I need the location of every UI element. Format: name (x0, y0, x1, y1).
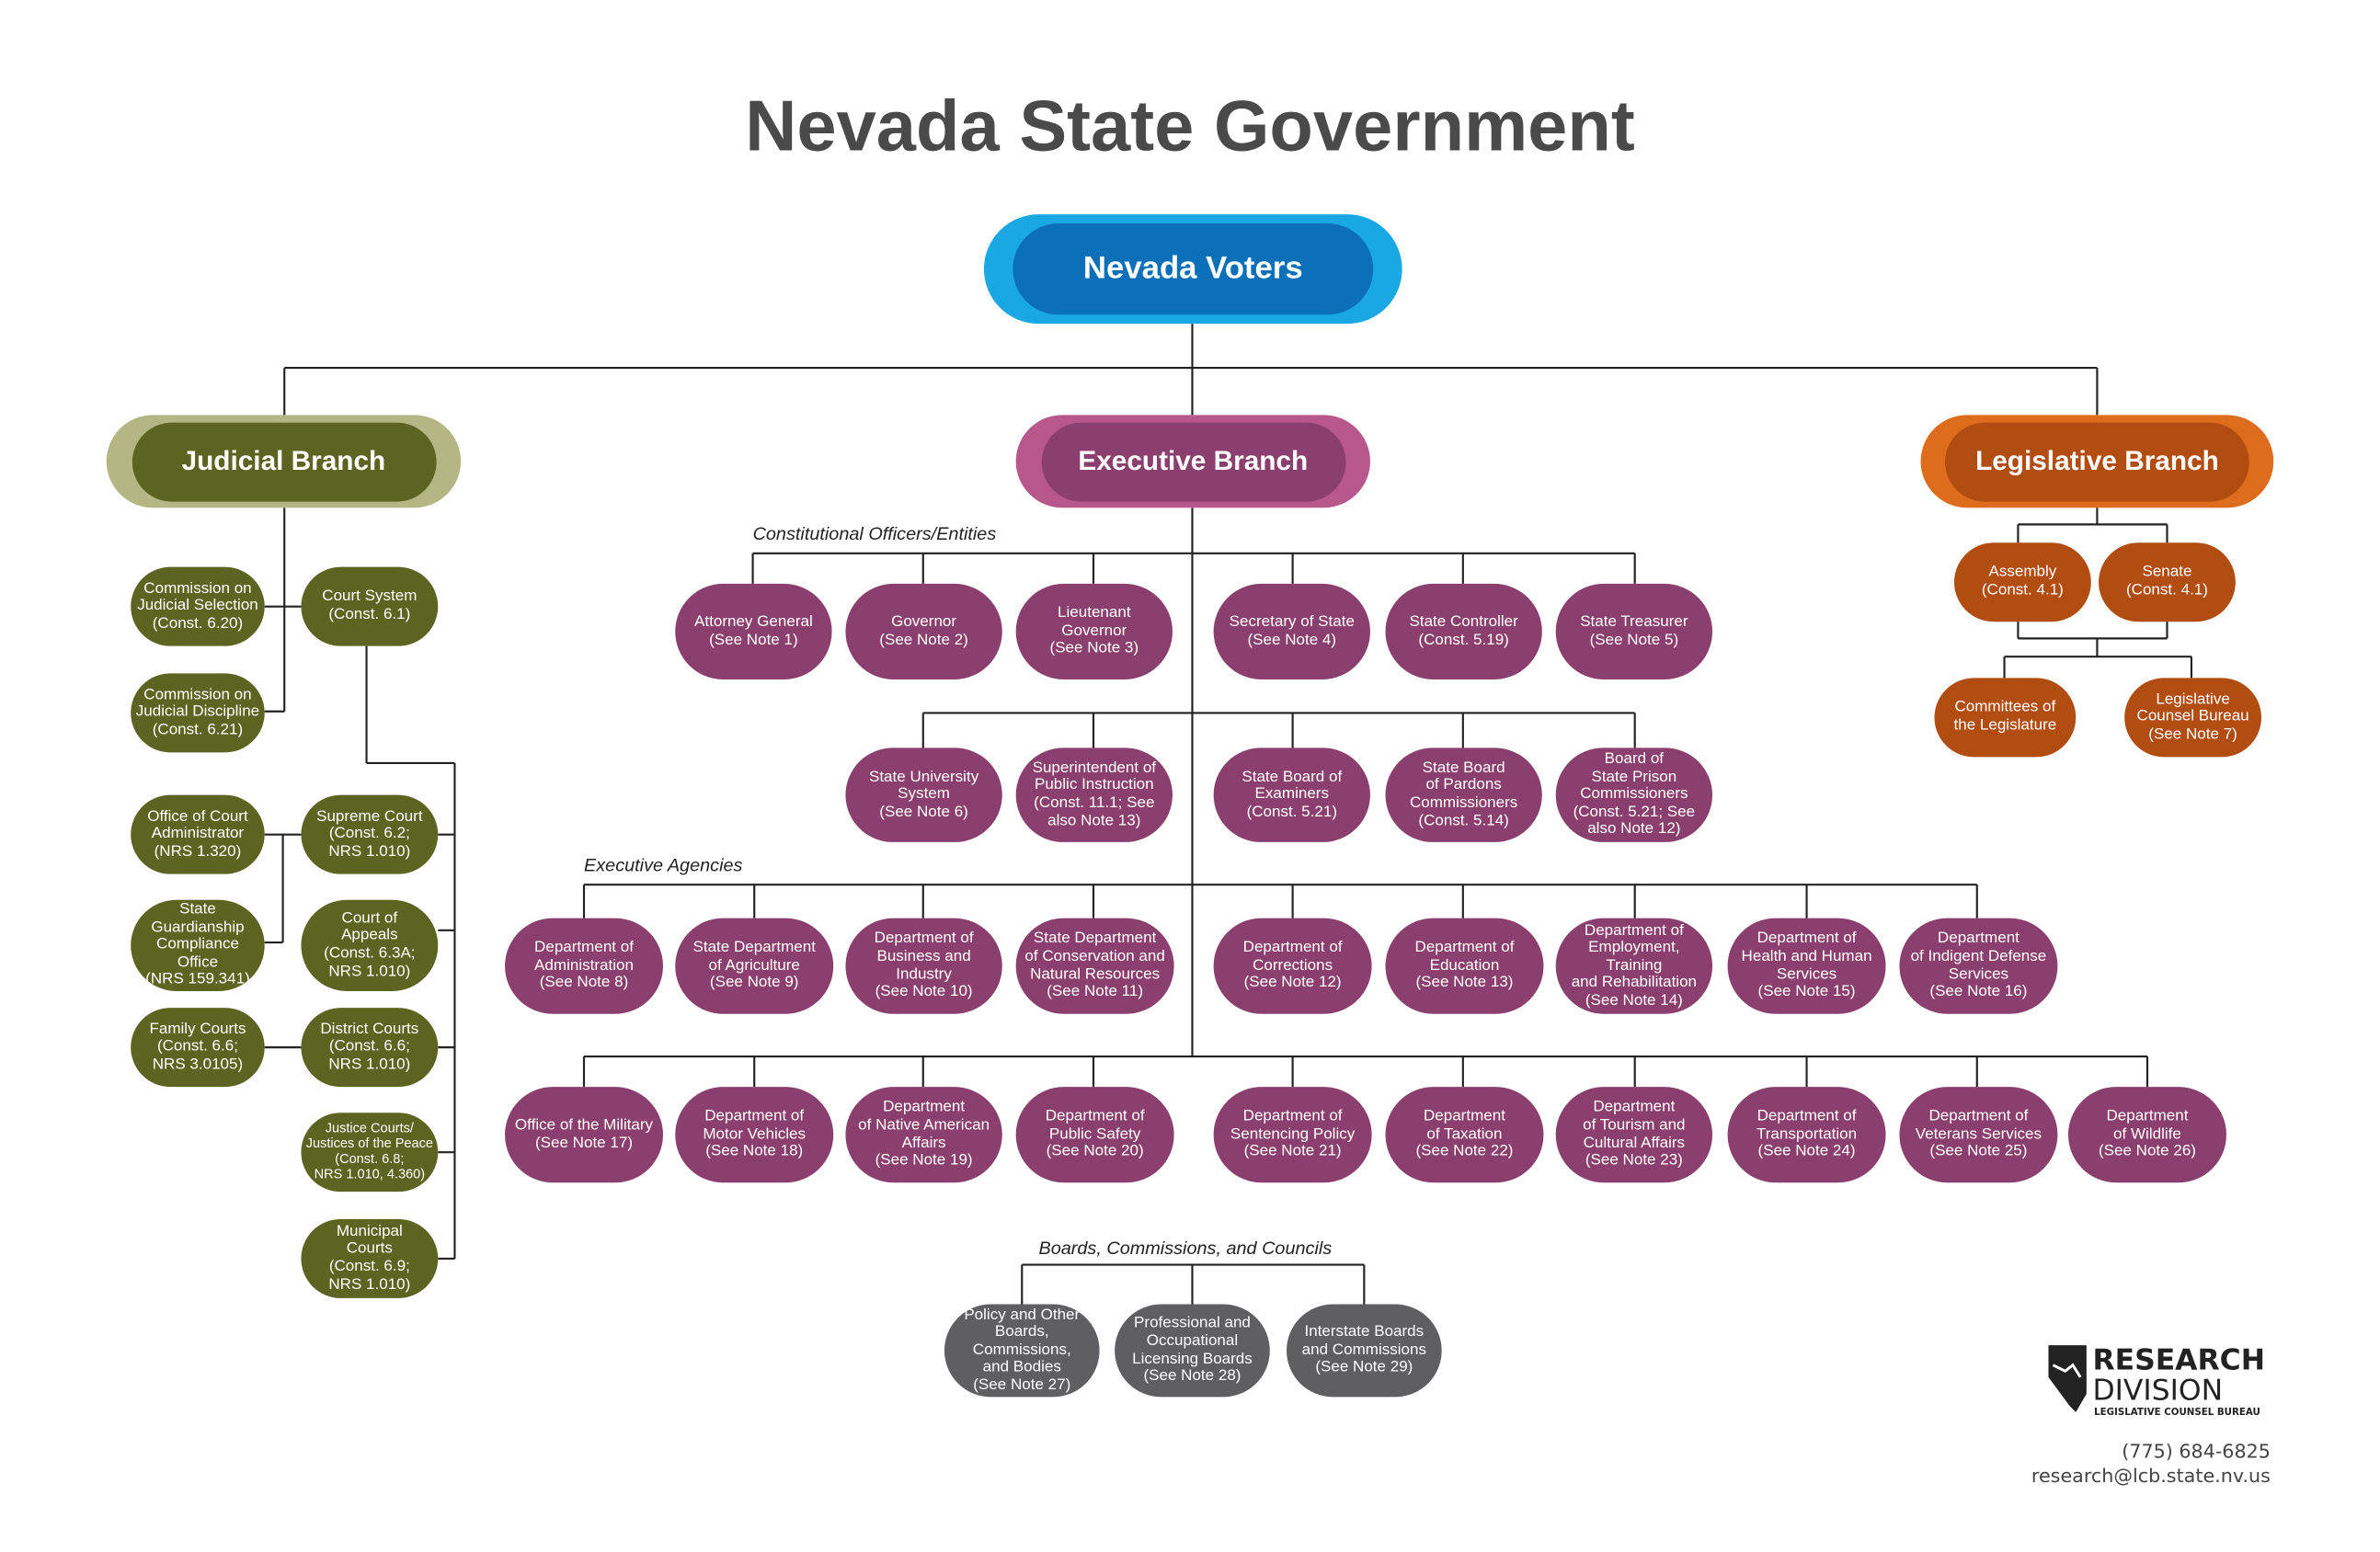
state-university-system-node: State University System (See Note 6) (845, 747, 1002, 842)
executive-branch-label: Executive Branch (1040, 421, 1345, 501)
research-division-logo: RESEARCH DIVISION LEGISLATIVE COUNSEL BU… (2047, 1344, 2275, 1421)
dept-business-industry-node: Department of Business and Industry (See… (845, 918, 1002, 1014)
supreme-court-node: Supreme Court (Const. 6.2; NRS 1.010) (301, 794, 439, 874)
board-prison-commissioners-node: Board of State Prison Commissioners (Con… (1555, 747, 1713, 842)
interstate-boards-node: Interstate Boards and Commissions (See N… (1287, 1304, 1442, 1398)
state-board-pardons-node: State Board of Pardons Commissioners (Co… (1385, 747, 1542, 842)
dept-sentencing-policy-node: Department of Sentencing Policy (See Not… (1213, 1087, 1372, 1183)
dept-health-human-services-node: Department of Health and Human Services … (1727, 918, 1886, 1014)
nevada-voters-label: Nevada Voters (1013, 223, 1374, 315)
legislative-branch-label: Legislative Branch (1945, 421, 2249, 501)
contact-email: research@lcb.state.nv.us (2031, 1464, 2271, 1487)
lcb-node: Legislative Counsel Bureau (See Note 7) (2124, 678, 2262, 758)
court-of-appeals-node: Court of Appeals (Const. 6.3A; NRS 1.010… (301, 899, 439, 991)
contact-phone: (775) 684-6825 (2122, 1439, 2271, 1463)
dept-indigent-defense-node: Department of Indigent Defense Services … (1899, 918, 2058, 1014)
municipal-courts-node: Municipal Courts (Const. 6.9; NRS 1.010) (301, 1218, 439, 1298)
judicial-branch-label: Judicial Branch (132, 421, 436, 501)
agencies-section-label: Executive Agencies (584, 854, 743, 876)
licensing-boards-node: Professional and Occupational Licensing … (1115, 1304, 1270, 1398)
constitutional-section-label: Constitutional Officers/Entities (752, 522, 997, 544)
state-controller-node: State Controller (Const. 5.19) (1385, 583, 1542, 680)
district-courts-node: District Courts (Const. 6.6; NRS 1.010) (301, 1008, 439, 1088)
superintendent-public-instruction-node: Superintendent of Public Instruction (Co… (1015, 747, 1173, 842)
dept-native-american-node: Department of Native American Affairs (S… (845, 1087, 1002, 1183)
executive-branch-node: Executive Branch (1015, 415, 1370, 508)
governor-node: Governor (See Note 2) (845, 583, 1002, 680)
logo-research: RESEARCH (2092, 1344, 2265, 1377)
policy-boards-node: Policy and Other Boards, Commissions, an… (944, 1304, 1100, 1398)
nevada-voters-node: Nevada Voters (983, 214, 1402, 325)
dept-corrections-node: Department of Corrections (See Note 12) (1213, 918, 1372, 1014)
court-system-node: Court System (Const. 6.1) (301, 566, 439, 646)
dept-public-safety-node: Department of Public Safety (See Note 20… (1015, 1087, 1174, 1183)
secretary-of-state-node: Secretary of State (See Note 4) (1213, 583, 1370, 680)
state-guardianship-node: State Guardianship Compliance Office (NR… (131, 899, 265, 991)
dept-agriculture-node: State Department of Agriculture (See Not… (675, 918, 834, 1014)
dept-employment-node: Department of Employment, Training and R… (1555, 918, 1713, 1014)
commission-judicial-discipline-node: Commission on Judicial Discipline (Const… (131, 673, 265, 753)
dept-education-node: Department of Education (See Note 13) (1385, 918, 1544, 1014)
commission-judicial-selection-node: Commission on Judicial Selection (Const.… (131, 566, 265, 646)
family-courts-node: Family Courts (Const. 6.6; NRS 3.0105) (131, 1008, 265, 1088)
judicial-branch-node: Judicial Branch (106, 415, 462, 508)
dept-veterans-node: Department of Veterans Services (See Not… (1899, 1087, 2058, 1183)
office-military-node: Office of the Military (See Note 17) (505, 1087, 664, 1183)
dept-taxation-node: Department of Taxation (See Note 22) (1385, 1087, 1544, 1183)
dept-administration-node: Department of Administration (See Note 8… (505, 918, 664, 1014)
senate-node: Senate (Const. 4.1) (2099, 542, 2236, 622)
page-title: Nevada State Government (745, 85, 1635, 166)
dept-conservation-node: State Department of Conservation and Nat… (1015, 918, 1174, 1014)
dept-motor-vehicles-node: Department of Motor Vehicles (See Note 1… (675, 1087, 834, 1183)
state-board-examiners-node: State Board of Examiners (Const. 5.21) (1213, 747, 1370, 842)
dept-wildlife-node: Department of Wildlife (See Note 26) (2067, 1087, 2226, 1183)
justice-courts-node: Justice Courts/ Justices of the Peace (C… (301, 1113, 439, 1193)
dept-tourism-node: Department of Tourism and Cultural Affai… (1555, 1087, 1713, 1183)
nevada-state-icon: RESEARCH DIVISION LEGISLATIVE COUNSEL BU… (2048, 1344, 2265, 1418)
logo-division: DIVISION (2092, 1375, 2223, 1408)
assembly-node: Assembly (Const. 4.1) (1953, 542, 2091, 622)
office-court-administrator-node: Office of Court Administrator (NRS 1.320… (131, 794, 265, 874)
logo-lcb: LEGISLATIVE COUNSEL BUREAU (2094, 1407, 2260, 1418)
committees-node: Committees of the Legislature (1934, 678, 2077, 758)
lieutenant-governor-node: Lieutenant Governor (See Note 3) (1015, 583, 1173, 680)
boards-section-label: Boards, Commissions, and Councils (1038, 1237, 1333, 1259)
state-treasurer-node: State Treasurer (See Note 5) (1555, 583, 1713, 680)
dept-transportation-node: Department of Transportation (See Note 2… (1727, 1087, 1886, 1183)
legislative-branch-node: Legislative Branch (1920, 415, 2274, 508)
attorney-general-node: Attorney General (See Note 1) (675, 583, 832, 680)
